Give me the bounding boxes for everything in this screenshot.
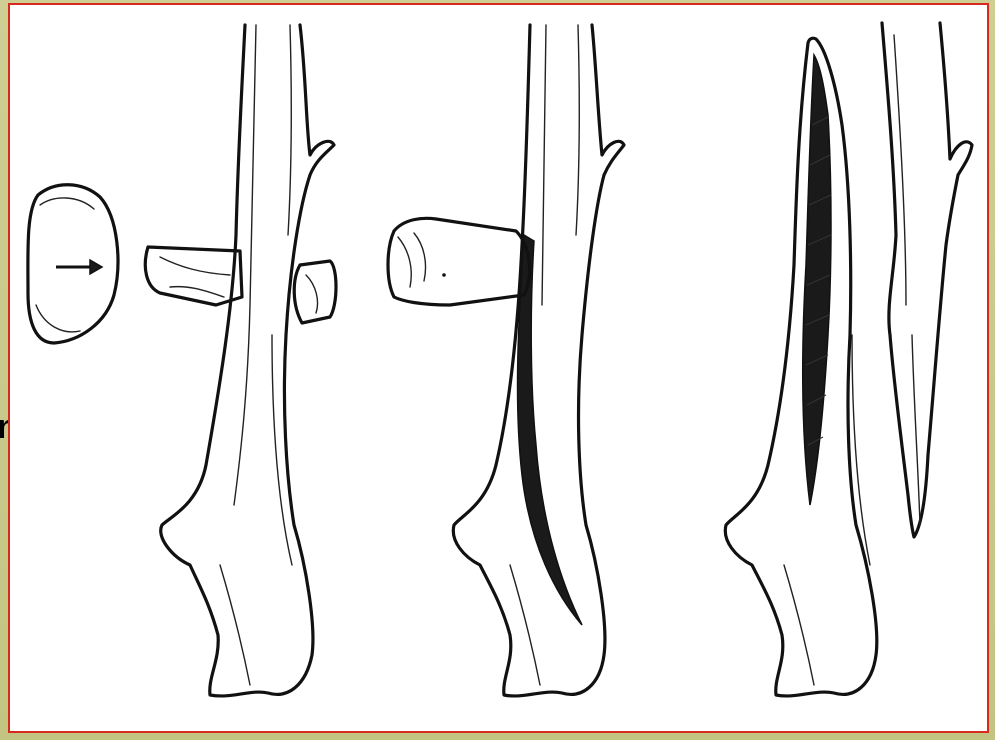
antler-panel-2 [388,25,624,696]
antler-splinter [882,23,972,537]
antler-panel-3 [725,38,876,696]
illustration-frame [8,3,989,733]
flake-cross-section [28,185,118,343]
antler-illustration [10,5,987,731]
antler-panel-1 [145,25,336,696]
arrow-icon [56,260,102,274]
